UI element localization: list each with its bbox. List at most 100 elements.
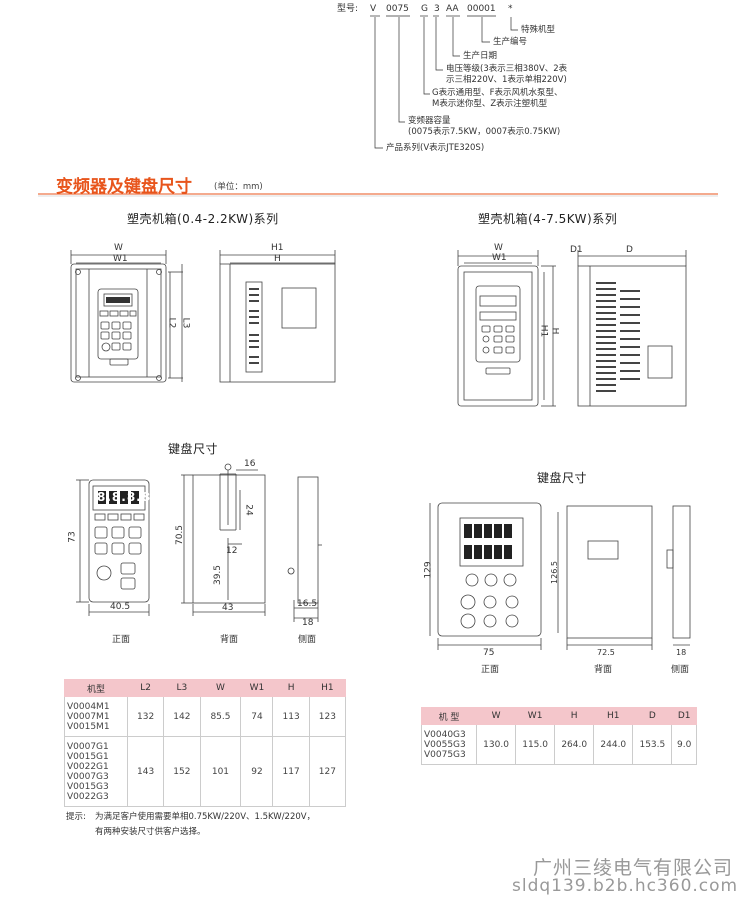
table-cell-models: V0007G1 V0015G1 V0022G1 V0007G3 V0015G3 … xyxy=(64,736,128,807)
table-header: L3 xyxy=(163,679,201,697)
table-cell: 143 xyxy=(126,736,165,807)
table-header-row: 机 型 W W1 H H1 D D1 xyxy=(421,707,697,725)
table-header: 机型 xyxy=(64,679,128,697)
model-note-type-1: G表示通用型、F表示风机水泵型、 xyxy=(432,88,563,98)
note-line-1: 为满足客户使用需要单相0.75KW/220V、1.5KW/220V， xyxy=(95,812,316,822)
table-cell: 92 xyxy=(240,736,274,807)
small-keypad-title: 键盘尺寸 xyxy=(168,442,219,456)
table-cell: 113 xyxy=(272,696,310,737)
watermark-company: 广州三绫电气有限公司 xyxy=(533,857,734,879)
model-code-date: AA xyxy=(446,4,459,14)
table-cell: 264.0 xyxy=(554,724,595,765)
dim-small-side-16: 16.5 xyxy=(297,599,318,609)
table-cell: 74 xyxy=(240,696,274,737)
dim-large-kp-h: 129 xyxy=(423,561,434,579)
table-header: H1 xyxy=(593,707,634,725)
model-note-capacity-2: (0075表示7.5KW，0007表示0.75KW) xyxy=(408,127,561,137)
dim-small-w: W xyxy=(114,243,123,253)
small-view-back: 背面 xyxy=(220,635,239,645)
table-cell: 142 xyxy=(163,696,201,737)
small-view-side: 侧面 xyxy=(298,635,317,645)
model-note-special: 特殊机型 xyxy=(521,25,556,35)
table-cell: 117 xyxy=(272,736,310,807)
model-prefix: 型号: xyxy=(337,4,359,14)
model-code-special: * xyxy=(508,4,513,14)
table-cell: 127 xyxy=(308,736,347,807)
large-keypad-title: 键盘尺寸 xyxy=(537,471,588,485)
model-note-type-2: M表示迷你型、Z表示注塑机型 xyxy=(432,99,548,109)
dim-large-h: H xyxy=(549,327,560,335)
dim-small-back-43: 43 xyxy=(222,603,234,613)
table-cell: 132 xyxy=(126,696,165,737)
dim-small-back-12: 12 xyxy=(226,546,238,556)
table-cell: 9.0 xyxy=(671,724,697,765)
table-header: D1 xyxy=(671,707,697,725)
small-view-front: 正面 xyxy=(112,635,131,645)
dim-small-back-70: 70.5 xyxy=(175,524,186,546)
dim-small-h1: H1 xyxy=(271,243,284,253)
model-code-type: G xyxy=(421,4,428,14)
table-header: 机 型 xyxy=(421,707,477,725)
table-cell: 153.5 xyxy=(632,724,673,765)
dim-large-d: D xyxy=(626,245,633,255)
dim-small-kp-w: 40.5 xyxy=(110,602,131,612)
table-header: L2 xyxy=(126,679,165,697)
section-title: 变频器及键盘尺寸 xyxy=(56,177,192,197)
table-header: W xyxy=(475,707,517,725)
table-cell-models: V0040G3 V0055G3 V0075G3 xyxy=(421,724,477,765)
dim-large-kp-w: 75 xyxy=(483,648,495,658)
dim-large-h1: H1 xyxy=(538,324,549,338)
small-series-title: 塑壳机箱(0.4-2.2KW)系列 xyxy=(127,212,279,226)
dim-small-back-39: 39.5 xyxy=(213,564,224,586)
small-spec-table: 机型 L2 L3 W W1 H H1 V0004M1 V0007M1 V0015… xyxy=(64,679,347,807)
dim-small-h: H xyxy=(274,254,281,264)
table-row: V0004M1 V0007M1 V0015M1 132 142 85.5 74 … xyxy=(64,696,347,737)
dim-small-back-24: 24 xyxy=(243,504,254,516)
large-view-front: 正面 xyxy=(481,665,500,675)
table-row: V0040G3 V0055G3 V0075G3 130.0 115.0 264.… xyxy=(421,724,697,765)
dim-large-side: 18 xyxy=(676,648,687,657)
dim-small-kp-h: 73 xyxy=(67,531,78,543)
table-row: V0007G1 V0015G1 V0022G1 V0007G3 V0015G3 … xyxy=(64,736,347,807)
table-header: H1 xyxy=(308,679,347,697)
table-cell-models: V0004M1 V0007M1 V0015M1 xyxy=(64,696,128,737)
table-header: H xyxy=(554,707,595,725)
dim-large-d1: D1 xyxy=(570,245,583,255)
dim-large-w: W xyxy=(494,243,503,253)
table-header: W1 xyxy=(515,707,556,725)
table-header-row: 机型 L2 L3 W W1 H H1 xyxy=(64,679,347,697)
large-spec-table: 机 型 W W1 H H1 D D1 V0040G3 V0055G3 V0075… xyxy=(421,707,697,765)
table-cell: 115.0 xyxy=(515,724,556,765)
model-code-series: V xyxy=(370,4,377,14)
table-cell: 130.0 xyxy=(475,724,517,765)
table-header: H xyxy=(272,679,310,697)
small-keypad-display: 8.8.8.8. xyxy=(97,490,157,504)
note-line-2: 有两种安装尺寸供客户选择。 xyxy=(95,827,206,837)
section-unit: (单位：mm) xyxy=(214,182,263,192)
dim-small-l3: L3 xyxy=(180,317,191,329)
dim-large-back-h: 126.5 xyxy=(549,561,559,584)
model-note-voltage-1: 电压等级(3表示三相380V、2表 xyxy=(446,64,568,74)
model-code-serial: 00001 xyxy=(467,4,496,14)
table-cell: 123 xyxy=(308,696,347,737)
model-code-capacity: 0075 xyxy=(386,4,409,14)
large-view-side: 侧面 xyxy=(671,665,690,675)
dim-small-side-18: 18 xyxy=(302,618,314,628)
dim-small-l2: L2 xyxy=(166,317,177,329)
dim-small-w1: W1 xyxy=(113,254,128,264)
table-header: D xyxy=(632,707,673,725)
table-cell: 152 xyxy=(163,736,201,807)
table-header: W xyxy=(199,679,242,697)
model-note-series: 产品系列(V表示JTE320S) xyxy=(386,143,485,153)
watermark-url: sldq139.b2b.hc360.com xyxy=(512,876,739,896)
table-cell: 85.5 xyxy=(199,696,242,737)
dim-large-back-w: 72.5 xyxy=(597,648,615,657)
large-view-back: 背面 xyxy=(594,665,613,675)
dim-small-back-16: 16 xyxy=(244,459,256,469)
model-note-serial: 生产编号 xyxy=(493,37,528,47)
model-note-date: 生产日期 xyxy=(463,51,498,61)
table-cell: 244.0 xyxy=(593,724,634,765)
note-prefix: 提示: xyxy=(66,812,86,822)
